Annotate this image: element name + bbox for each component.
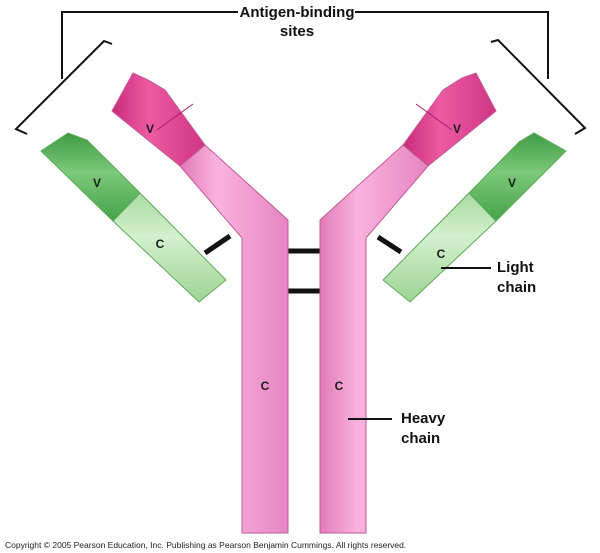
right-light-chain-variable xyxy=(468,132,567,222)
copyright-notice: Copyright © 2005 Pearson Education, Inc.… xyxy=(5,540,406,550)
antigen-binding-bracket xyxy=(14,11,587,135)
right-light-heavy-bond xyxy=(376,234,403,255)
segment-letters: V V V V C C C C xyxy=(93,122,516,393)
left-light-heavy-bond xyxy=(203,233,232,256)
left-heavy-c-letter: C xyxy=(261,379,270,393)
heavy-chain-label-line1: Heavy xyxy=(401,410,446,427)
heavy-chain-label-line2: chain xyxy=(401,430,440,447)
disulfide-bonds xyxy=(203,233,403,294)
left-light-chain-variable xyxy=(40,132,141,222)
light-chain-label-line2: chain xyxy=(497,279,536,296)
left-heavy-chain-constant xyxy=(179,144,289,534)
right-light-c-letter: C xyxy=(437,247,446,261)
left-heavy-chain xyxy=(111,72,289,534)
left-light-chain xyxy=(40,132,227,303)
right-heavy-chain xyxy=(319,72,497,534)
left-heavy-chain-variable xyxy=(111,72,206,167)
right-heavy-v-letter: V xyxy=(453,122,461,136)
antigen-binding-label-line1: Antigen-binding xyxy=(240,4,355,21)
right-heavy-c-letter: C xyxy=(335,379,344,393)
light-chain-label-line1: Light xyxy=(497,259,534,276)
left-light-c-letter: C xyxy=(156,237,165,251)
antigen-binding-label-line2: sites xyxy=(280,23,314,40)
right-light-chain xyxy=(382,132,567,303)
right-heavy-chain-variable xyxy=(402,72,497,167)
right-heavy-chain-constant xyxy=(319,144,429,534)
right-light-v-letter: V xyxy=(508,176,516,190)
left-heavy-v-letter: V xyxy=(146,122,154,136)
left-light-v-letter: V xyxy=(93,176,101,190)
